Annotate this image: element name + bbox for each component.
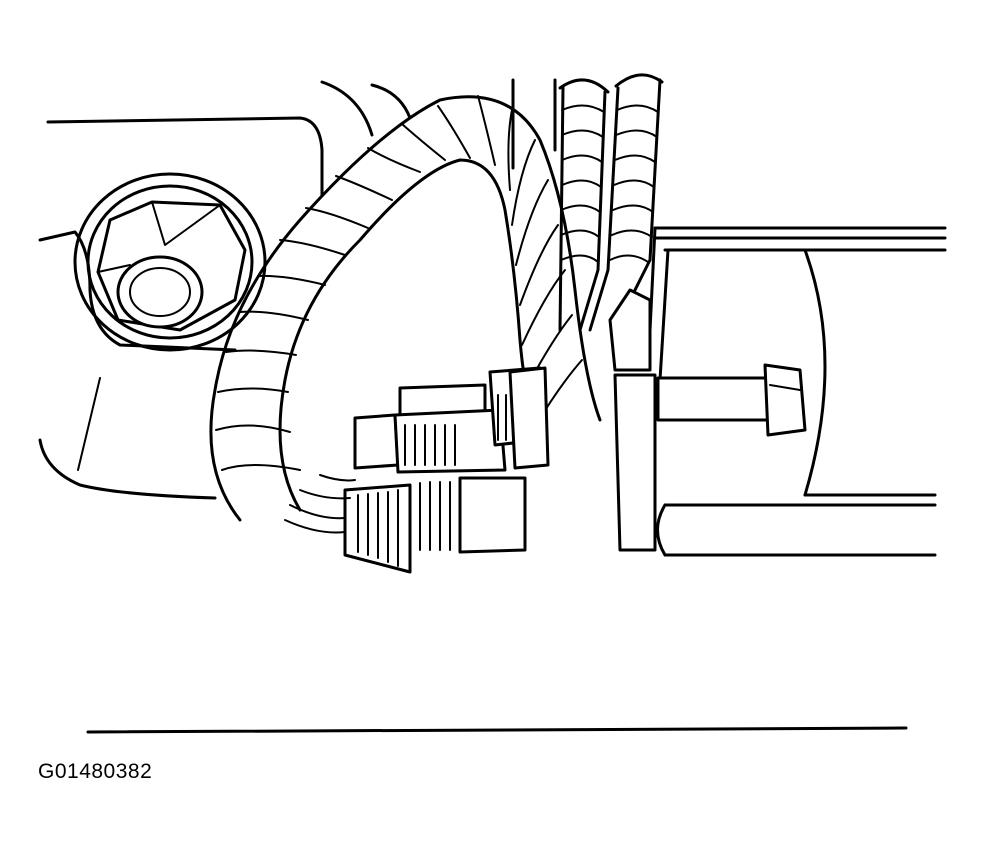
hex-nut [73, 172, 267, 352]
figure-code: G01480382 [38, 760, 153, 783]
mounting-bracket-outline [38, 78, 557, 500]
electrical-connector [284, 366, 550, 574]
vertical-conduits [558, 73, 664, 332]
main-harness-loop [209, 95, 602, 522]
motor-housing [648, 226, 947, 557]
separator-rule [86, 726, 908, 734]
mounting-tab-bolt [608, 288, 807, 552]
